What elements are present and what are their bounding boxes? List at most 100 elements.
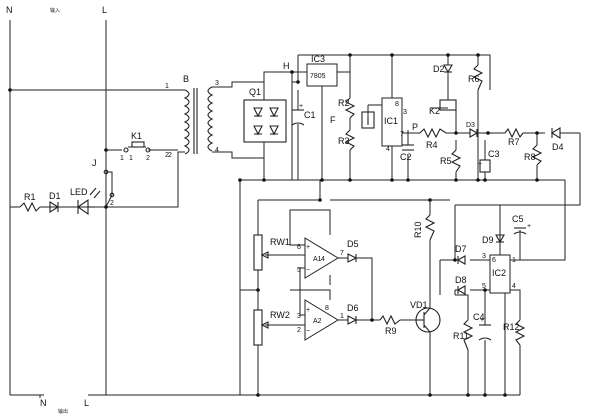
label-c4: C4 xyxy=(473,312,485,322)
label-r10: R10 xyxy=(413,221,423,238)
resistor-r5 xyxy=(450,149,462,173)
pin-b3: 3 xyxy=(215,80,219,87)
resistor-r12 xyxy=(514,319,526,346)
label-r2: R2 xyxy=(338,98,350,108)
diode-d9 xyxy=(495,234,505,244)
label-a2: A2 xyxy=(313,318,322,325)
pin-ic1-8: 8 xyxy=(395,101,399,108)
relay-contact-k1 xyxy=(123,141,151,153)
resistor-r6 xyxy=(472,64,484,91)
label-d8: D8 xyxy=(455,275,467,285)
resistor-r11 xyxy=(462,319,474,351)
resistor-r4 xyxy=(419,127,447,139)
label-c2: C2 xyxy=(400,152,412,162)
label-d5: D5 xyxy=(347,239,359,249)
pin-k1-2: 2 xyxy=(146,155,150,162)
label-r3: R3 xyxy=(338,136,350,146)
diode-d4 xyxy=(550,127,561,139)
pin-a1-6: 6 xyxy=(297,244,301,251)
capacitor-c4 xyxy=(478,324,492,341)
label-k1: K1 xyxy=(131,131,142,141)
label-c5: C5 xyxy=(512,214,524,224)
pin-b2: 2 xyxy=(165,152,169,159)
pin-ic2-6: 6 xyxy=(492,257,496,264)
pin-k1-1: 1 xyxy=(129,155,133,162)
resistor-r7 xyxy=(504,127,524,139)
label-l-bottom: L xyxy=(84,398,89,408)
pin-a1-4: 4 xyxy=(321,256,325,263)
diode-d6 xyxy=(347,315,360,325)
label-r9: R9 xyxy=(385,326,397,336)
label-d3: D3 xyxy=(466,122,475,129)
relay-coil-k2 xyxy=(439,99,457,111)
capacitor-c1 xyxy=(291,109,305,126)
c1-plus-sign: + xyxy=(299,103,303,110)
pin-a1-7: 7 xyxy=(340,250,344,257)
pin-ic2-3: 3 xyxy=(482,253,486,260)
label-r6: R6 xyxy=(468,74,480,84)
pin-j2: 2 xyxy=(110,200,114,207)
pin-ic1-3: 3 xyxy=(403,109,407,116)
pin-ic2-5: 5 xyxy=(482,283,486,290)
label-f: F xyxy=(330,115,336,125)
label-n-bottom: N xyxy=(40,398,47,408)
a1-plus-sign: + xyxy=(306,244,310,251)
label-d2: D2 xyxy=(433,64,445,74)
regulator-ic3 xyxy=(306,63,338,87)
opamp-a2 xyxy=(304,299,339,341)
label-r12: R12 xyxy=(503,322,520,332)
diode-d7 xyxy=(456,255,466,265)
label-a1: A1 xyxy=(313,256,322,263)
label-c3: C3 xyxy=(488,149,500,159)
ic1 xyxy=(381,97,403,147)
polarity-symbols: + − + − + + + + xyxy=(299,103,531,335)
label-r4: R4 xyxy=(426,140,438,150)
label-c1: C1 xyxy=(304,110,316,120)
label-vd1: VD1 xyxy=(410,300,428,310)
pin-numbers: 1 2 3 4 1 2 1 2 2 8 3 7 4 6 4 5 7 8 3 2 … xyxy=(110,80,516,334)
diode-d3 xyxy=(469,128,479,138)
pin-k1-mid: 1 xyxy=(120,155,124,162)
label-b: B xyxy=(183,74,189,84)
resistor-r8 xyxy=(531,144,543,166)
label-d1: D1 xyxy=(49,191,61,201)
label-input: 输入 xyxy=(50,7,60,14)
label-l-top: L xyxy=(102,5,107,15)
ic2 xyxy=(489,254,511,294)
pin-k1-r: 2 xyxy=(168,152,172,159)
label-ic1: IC1 xyxy=(384,116,398,126)
pin-b1: 1 xyxy=(165,83,169,90)
c4-plus-sign: + xyxy=(480,317,484,324)
resistor-r2 xyxy=(344,97,356,130)
a2-plus-sign: + xyxy=(306,307,310,314)
diode-d5 xyxy=(347,253,360,263)
resistor-r9 xyxy=(379,314,401,326)
pin-ic1-4: 4 xyxy=(386,146,390,153)
pin-a2-8: 8 xyxy=(325,305,329,312)
wires xyxy=(9,20,581,398)
label-h: H xyxy=(283,61,290,71)
capacitor-c3 xyxy=(479,159,491,173)
junction-dots xyxy=(8,53,539,397)
label-k2: K2 xyxy=(429,106,440,116)
labels: N 输入 L N L 输出 B H F J P K1 Q1 C1 IC3 780… xyxy=(6,5,564,415)
label-r5: R5 xyxy=(440,156,452,166)
pin-ic1-7: 7 xyxy=(400,131,404,138)
pin-a2-3: 3 xyxy=(297,313,301,320)
pin-a2-2: 2 xyxy=(297,327,301,334)
led xyxy=(77,187,101,216)
resistor-r10 xyxy=(424,214,436,241)
a1-minus-sign: − xyxy=(306,267,310,274)
a2-minus-sign: − xyxy=(306,328,310,335)
label-r8: R8 xyxy=(524,152,536,162)
potentiometer-rw1 xyxy=(253,234,269,271)
label-ic2: IC2 xyxy=(492,268,506,278)
label-7805: 7805 xyxy=(310,73,326,80)
pin-b4: 4 xyxy=(215,147,219,154)
opamp-a1 xyxy=(304,237,339,279)
label-r11: R11 xyxy=(453,331,469,341)
label-r7: R7 xyxy=(508,137,520,147)
label-j: J xyxy=(92,158,97,168)
c5-plus-sign: + xyxy=(527,223,531,230)
pin-a1-5: 5 xyxy=(297,267,301,274)
